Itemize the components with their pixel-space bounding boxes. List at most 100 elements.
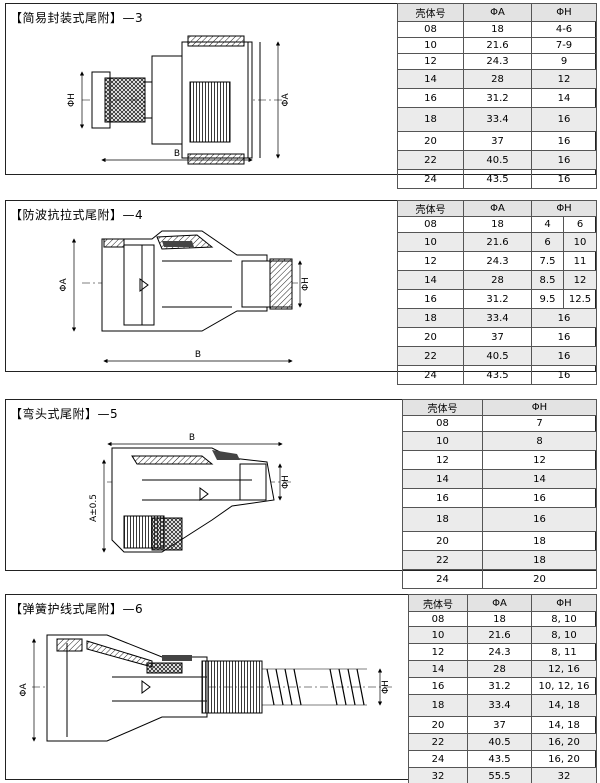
table-cell: 18 bbox=[482, 550, 597, 570]
drawing-simple-tail: ΦH ΦA B bbox=[67, 35, 291, 165]
dim-h-label: ΦH bbox=[281, 475, 291, 489]
table-cell: 16 bbox=[402, 488, 483, 508]
dim-a-label: ΦA bbox=[19, 683, 29, 697]
table-cell: 22 bbox=[402, 550, 483, 570]
table-cell: 9.5 bbox=[531, 289, 564, 309]
table-cell: 33.4 bbox=[467, 694, 532, 717]
table-cell: 32 bbox=[408, 767, 468, 783]
table-cell: 43.5 bbox=[463, 365, 532, 385]
table-cell: 10 bbox=[562, 232, 598, 252]
table-cell: 18 bbox=[463, 216, 532, 233]
table-cell: 18 bbox=[482, 531, 597, 551]
table-cell: 21.6 bbox=[463, 37, 532, 54]
table-cell: 16 bbox=[397, 88, 464, 108]
table-cell: 40.5 bbox=[467, 733, 532, 751]
table-cell: 16 bbox=[530, 365, 598, 385]
table-cell: 31.2 bbox=[467, 677, 532, 695]
col-header: ΦH bbox=[531, 594, 597, 612]
table-cell: 12 bbox=[562, 270, 598, 290]
table-cell: 37 bbox=[463, 131, 532, 151]
panel-title: 【防波抗拉式尾附】—4 bbox=[10, 208, 144, 222]
table-cell: 16 bbox=[531, 169, 597, 189]
table-cell: 20 bbox=[402, 531, 483, 551]
table-cell: 11 bbox=[562, 251, 598, 271]
table-cell: 32 bbox=[531, 767, 597, 783]
table-cell: 31.2 bbox=[463, 88, 532, 108]
table-cell: 16, 20 bbox=[531, 733, 597, 751]
table-cell: 21.6 bbox=[463, 232, 532, 252]
table-cell: 16 bbox=[531, 107, 597, 132]
table-cell: 4-6 bbox=[531, 21, 597, 38]
table-cell: 22 bbox=[408, 733, 468, 751]
table-cell: 16 bbox=[530, 308, 598, 328]
table-cell: 22 bbox=[397, 346, 464, 366]
table-cell: 21.6 bbox=[467, 626, 532, 644]
table-cell: 16 bbox=[482, 488, 597, 508]
table-cell: 14 bbox=[397, 69, 464, 89]
table-cell: 16, 20 bbox=[531, 750, 597, 768]
table-cell: 24 bbox=[402, 569, 483, 589]
drawing-antiwave-tail: ΦA ΦH B bbox=[59, 230, 311, 364]
table-cell: 16 bbox=[482, 507, 597, 532]
table-cell: 33.4 bbox=[463, 308, 532, 328]
col-header: ΦH bbox=[482, 399, 597, 416]
table-cell: 20 bbox=[397, 327, 464, 347]
dim-h-label: ΦH bbox=[301, 277, 311, 291]
table-cell: 12.5 bbox=[562, 289, 598, 309]
col-header: ΦA bbox=[463, 3, 532, 22]
table-cell: 7-9 bbox=[531, 37, 597, 54]
table-cell: 16 bbox=[408, 677, 468, 695]
table-cell: 14 bbox=[482, 469, 597, 489]
table-cell: 18 bbox=[397, 308, 464, 328]
table-cell: 10 bbox=[397, 232, 464, 252]
dim-b-label: B bbox=[189, 433, 195, 443]
table-cell: 18 bbox=[408, 694, 468, 717]
table-cell: 24.3 bbox=[463, 251, 532, 271]
table-cell: 08 bbox=[397, 216, 464, 233]
table-cell: 43.5 bbox=[467, 750, 532, 768]
table-cell: 20 bbox=[408, 716, 468, 734]
table-cell: 18 bbox=[402, 507, 483, 532]
table-cell: 33.4 bbox=[463, 107, 532, 132]
table-cell: 14 bbox=[402, 469, 483, 489]
table-cell: 40.5 bbox=[463, 346, 532, 366]
table-cell: 14 bbox=[397, 270, 464, 290]
table-cell: 14, 18 bbox=[531, 716, 597, 734]
dim-a-label: ΦA bbox=[281, 93, 291, 107]
table-cell: 7 bbox=[482, 415, 597, 432]
table-cell: 16 bbox=[531, 150, 597, 170]
col-header: ΦH bbox=[531, 3, 597, 22]
dim-a-label: ΦA bbox=[59, 278, 69, 292]
table-cell: 37 bbox=[467, 716, 532, 734]
table-cell: 14 bbox=[408, 660, 468, 678]
table-cell: 10 bbox=[402, 431, 483, 451]
table-cell: 40.5 bbox=[463, 150, 532, 170]
